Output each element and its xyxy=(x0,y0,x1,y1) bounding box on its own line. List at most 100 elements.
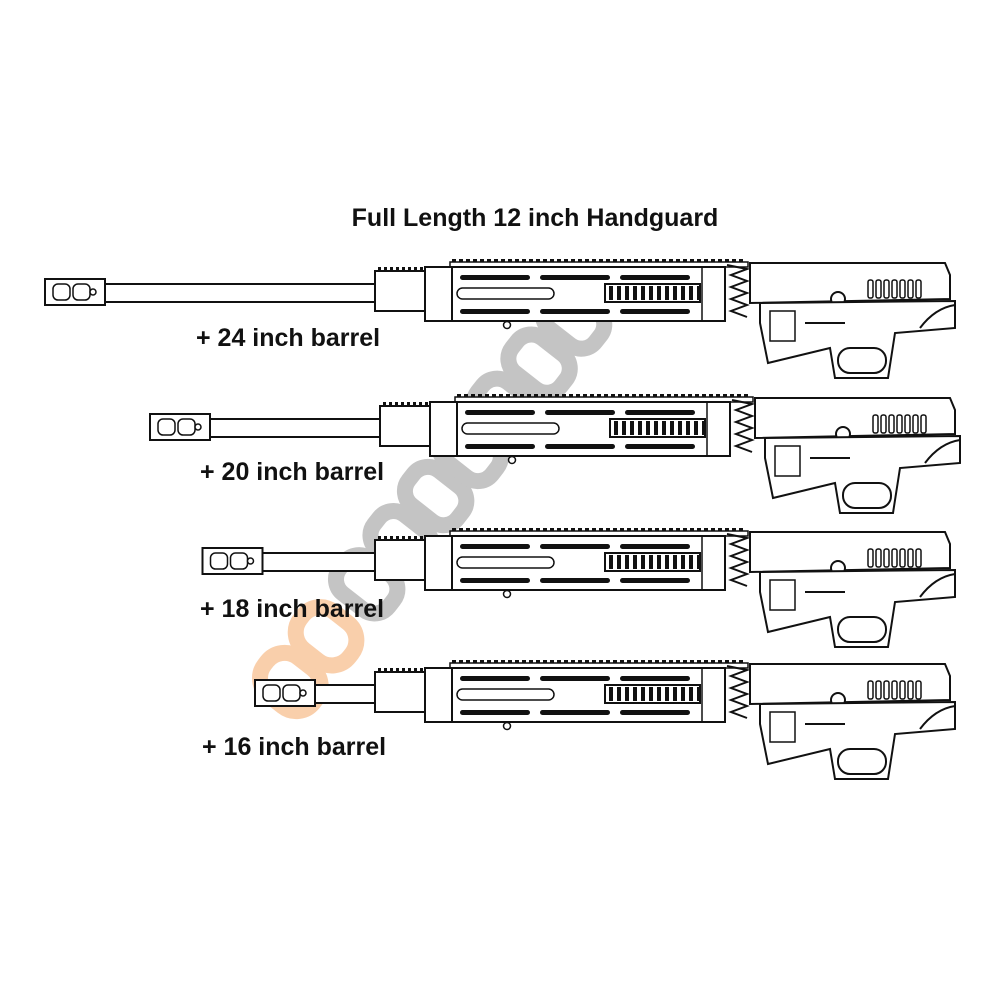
mini-rail-slot xyxy=(625,555,629,569)
mini-rail-slot xyxy=(657,687,661,701)
rail-tooth xyxy=(543,528,547,531)
brake-port xyxy=(72,283,91,301)
rail-tooth xyxy=(550,528,554,531)
brake-port xyxy=(282,684,301,702)
sling-stud xyxy=(502,721,512,731)
vent-slot-long xyxy=(456,556,555,569)
receiver-grip-slot xyxy=(899,680,906,700)
mini-rail-slot xyxy=(686,421,690,435)
rail-tooth xyxy=(599,528,603,531)
brake-port xyxy=(177,418,196,436)
nut-tooth xyxy=(408,668,411,672)
rail-tooth xyxy=(473,259,477,262)
receiver-grip-slot xyxy=(904,414,911,434)
rail-tooth xyxy=(578,660,582,663)
rail-tooth xyxy=(564,528,568,531)
rail-tooth xyxy=(494,259,498,262)
rail-tooth xyxy=(739,259,743,262)
brake-screw xyxy=(299,689,307,697)
nut-tooth xyxy=(402,668,405,672)
nut-tooth xyxy=(378,668,381,672)
vent-slot xyxy=(540,710,610,715)
vent-slot xyxy=(545,444,615,449)
rail-tooth xyxy=(646,394,650,397)
rail-tooth xyxy=(592,660,596,663)
nut-tooth xyxy=(390,267,393,271)
rail-tooth xyxy=(697,259,701,262)
rail-tooth xyxy=(725,528,729,531)
mini-rail-slot xyxy=(641,687,645,701)
vent-slot xyxy=(620,710,690,715)
rail-tooth xyxy=(585,660,589,663)
nut-tooth xyxy=(413,402,416,406)
vent-slot xyxy=(465,410,535,415)
mini-rail-slot xyxy=(665,687,669,701)
rail-tooth xyxy=(494,528,498,531)
brake-port xyxy=(157,418,176,436)
rail-tooth xyxy=(459,528,463,531)
rail-tooth xyxy=(711,660,715,663)
rifle-label-18: + 18 inch barrel xyxy=(200,595,385,623)
vent-slot xyxy=(540,275,610,280)
rail-tooth xyxy=(459,259,463,262)
rail-tooth xyxy=(597,394,601,397)
rail-tooth xyxy=(697,660,701,663)
rail-tooth xyxy=(676,660,680,663)
receiver-grip-slot xyxy=(915,680,922,700)
nut-tooth xyxy=(384,536,387,540)
rail-tooth xyxy=(564,259,568,262)
magwell xyxy=(769,711,796,743)
rail-tooth xyxy=(515,660,519,663)
rail-tooth xyxy=(529,660,533,663)
mini-rail-slot xyxy=(609,286,613,300)
mini-rail-slot xyxy=(681,555,685,569)
receiver-joint xyxy=(726,533,751,587)
rail-tooth xyxy=(732,660,736,663)
rail-tooth xyxy=(452,259,456,262)
rail-tooth xyxy=(571,660,575,663)
mini-rail-slot xyxy=(617,555,621,569)
nut-tooth xyxy=(419,402,422,406)
grip-contour xyxy=(924,439,961,464)
rail-tooth xyxy=(471,394,475,397)
rail-tooth xyxy=(557,259,561,262)
rail-tooth xyxy=(452,528,456,531)
rail-tooth xyxy=(513,394,517,397)
sling-stud xyxy=(507,455,517,465)
trigger-guard xyxy=(837,347,887,374)
receiver-grip-slot xyxy=(880,414,887,434)
receiver-grip-slot xyxy=(867,279,874,299)
lower-receiver xyxy=(764,434,961,514)
rail-tooth xyxy=(466,660,470,663)
rail-tooth xyxy=(718,660,722,663)
vent-slot xyxy=(540,676,610,681)
nut-tooth xyxy=(384,668,387,672)
rail-tooth xyxy=(606,528,610,531)
rail-tooth xyxy=(669,259,673,262)
rail-tooth xyxy=(562,394,566,397)
grip-contour xyxy=(919,304,956,329)
rail-tooth xyxy=(697,528,701,531)
nut-tooth xyxy=(389,402,392,406)
brake-screw xyxy=(89,288,97,296)
rail-tooth xyxy=(529,528,533,531)
rail-tooth xyxy=(543,259,547,262)
receiver-grip-slot xyxy=(875,279,882,299)
rail-tooth xyxy=(704,528,708,531)
mini-rail-slot xyxy=(646,421,650,435)
rail-tooth xyxy=(662,660,666,663)
mini-rail-slot xyxy=(697,286,701,300)
rail-tooth xyxy=(711,528,715,531)
rail-tooth xyxy=(669,660,673,663)
mini-rail-slot xyxy=(697,687,701,701)
receiver-grip-slot xyxy=(891,279,898,299)
mini-rail-slot xyxy=(681,286,685,300)
rail-tooth xyxy=(732,528,736,531)
magwell xyxy=(774,445,801,477)
nut-tooth xyxy=(396,536,399,540)
barrel-nut xyxy=(374,270,426,312)
rifle-20 xyxy=(149,394,961,514)
receiver-grip-slot xyxy=(883,680,890,700)
rail-tooth xyxy=(452,660,456,663)
grip-contour xyxy=(919,573,956,598)
